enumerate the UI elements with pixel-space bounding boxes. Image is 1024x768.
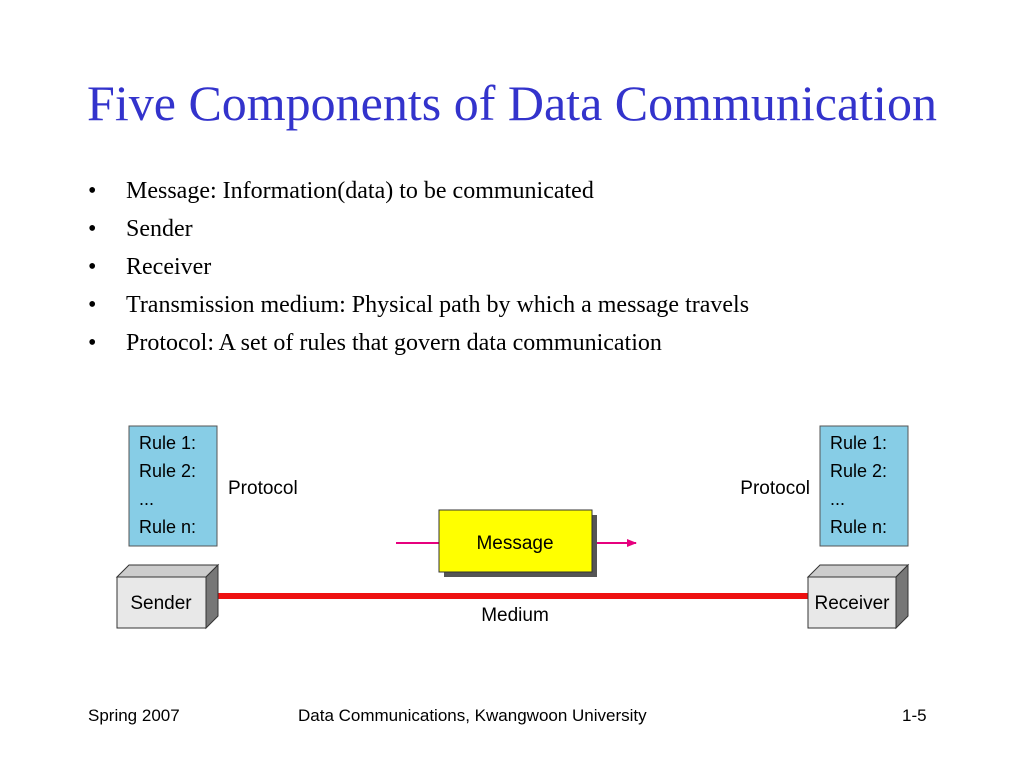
sender-rule-line: Rule 1: xyxy=(139,433,196,453)
sender-device xyxy=(115,563,220,630)
message-box xyxy=(438,509,593,573)
receiver-rules-box xyxy=(819,425,909,547)
bullet-item: • Message: Information(data) to be commun… xyxy=(88,176,749,214)
message-label: Message xyxy=(476,533,553,554)
bullet-text: Protocol: A set of rules that govern dat… xyxy=(126,330,662,356)
footer-page-number: 1-5 xyxy=(902,706,927,725)
receiver-rule-line: Rule 2: xyxy=(830,461,887,481)
bullet-item: • Transmission medium: Physical path by w… xyxy=(88,290,749,328)
sender-label: Sender xyxy=(130,593,192,614)
bullet-dot: • xyxy=(88,254,97,280)
bullet-text: Transmission medium: Physical path by wh… xyxy=(126,292,750,318)
footer-course: Data Communications, Kwangwoon Universit… xyxy=(298,706,647,725)
sender-rule-line: ... xyxy=(139,489,154,509)
bullet-item: • Receiver xyxy=(88,252,749,290)
bullet-dot: • xyxy=(88,178,97,204)
receiver-rule-line: Rule n: xyxy=(830,517,887,537)
bullet-text: Receiver xyxy=(126,254,212,280)
bullet-dot: • xyxy=(88,216,97,242)
bullet-text: Message: Information(data) to be communi… xyxy=(126,178,594,204)
receiver-protocol-label: Protocol xyxy=(740,478,810,499)
sender-rule-line: Rule n: xyxy=(139,517,196,537)
medium-label: Medium xyxy=(481,605,549,626)
bullet-dot: • xyxy=(88,292,97,318)
receiver-rule-line: ... xyxy=(830,489,845,509)
footer-date: Spring 2007 xyxy=(88,706,180,725)
sender-rule-line: Rule 2: xyxy=(139,461,196,481)
slide-title: Five Components of Data Communication xyxy=(87,75,937,131)
sender-rules-box xyxy=(128,425,218,547)
bullet-list: • Message: Information(data) to be commun… xyxy=(88,176,749,366)
receiver-device xyxy=(806,563,910,630)
receiver-label: Receiver xyxy=(815,593,891,614)
bullet-item: • Protocol: A set of rules that govern da… xyxy=(88,328,749,366)
bullet-text: Sender xyxy=(126,216,193,242)
sender-protocol-label: Protocol xyxy=(228,478,298,499)
bullet-item: • Sender xyxy=(88,214,749,252)
receiver-rule-line: Rule 1: xyxy=(830,433,887,453)
bullet-dot: • xyxy=(88,330,97,356)
